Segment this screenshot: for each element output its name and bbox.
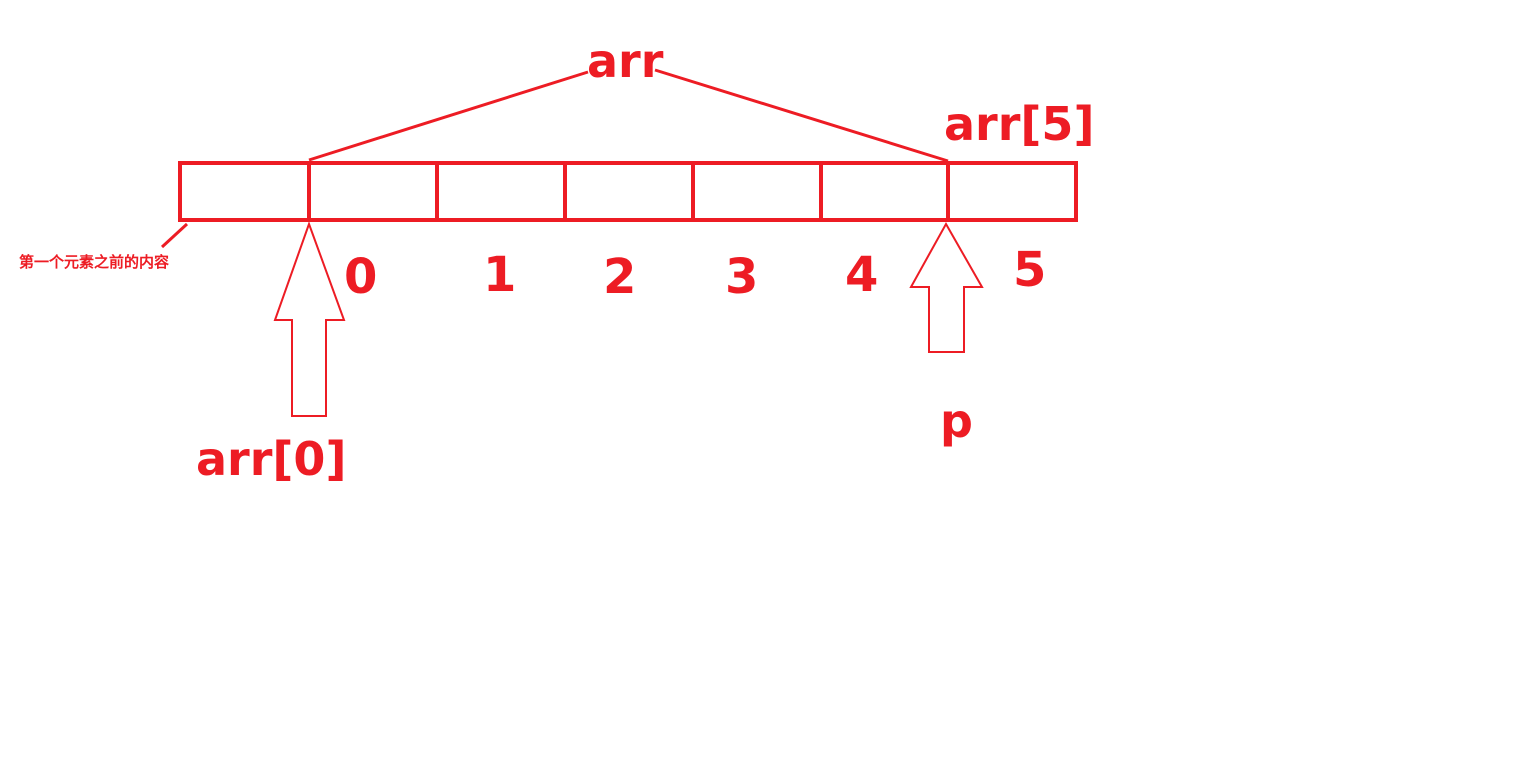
index-label: 4 bbox=[845, 247, 879, 303]
past-end-label: arr[5] bbox=[944, 97, 1095, 151]
pointer-p-up-arrow bbox=[909, 221, 984, 353]
index-label: 2 bbox=[603, 249, 637, 305]
note-connector-line bbox=[160, 222, 189, 249]
array-strip bbox=[178, 161, 1078, 222]
arr0-up-arrow bbox=[273, 221, 346, 417]
index-label: 0 bbox=[344, 249, 378, 305]
before-first-element-note: 第一个元素之前的内容 bbox=[19, 253, 170, 271]
pointer-p-label: p bbox=[940, 394, 973, 448]
index-label: 1 bbox=[483, 247, 517, 303]
index-label: 3 bbox=[725, 249, 759, 305]
array-name-label: arr bbox=[587, 34, 664, 88]
first-element-label: arr[0] bbox=[196, 432, 347, 486]
arr-bracket-right-line bbox=[654, 68, 949, 163]
arr-bracket-left-line bbox=[308, 70, 589, 162]
index-label: 5 bbox=[1013, 242, 1047, 298]
